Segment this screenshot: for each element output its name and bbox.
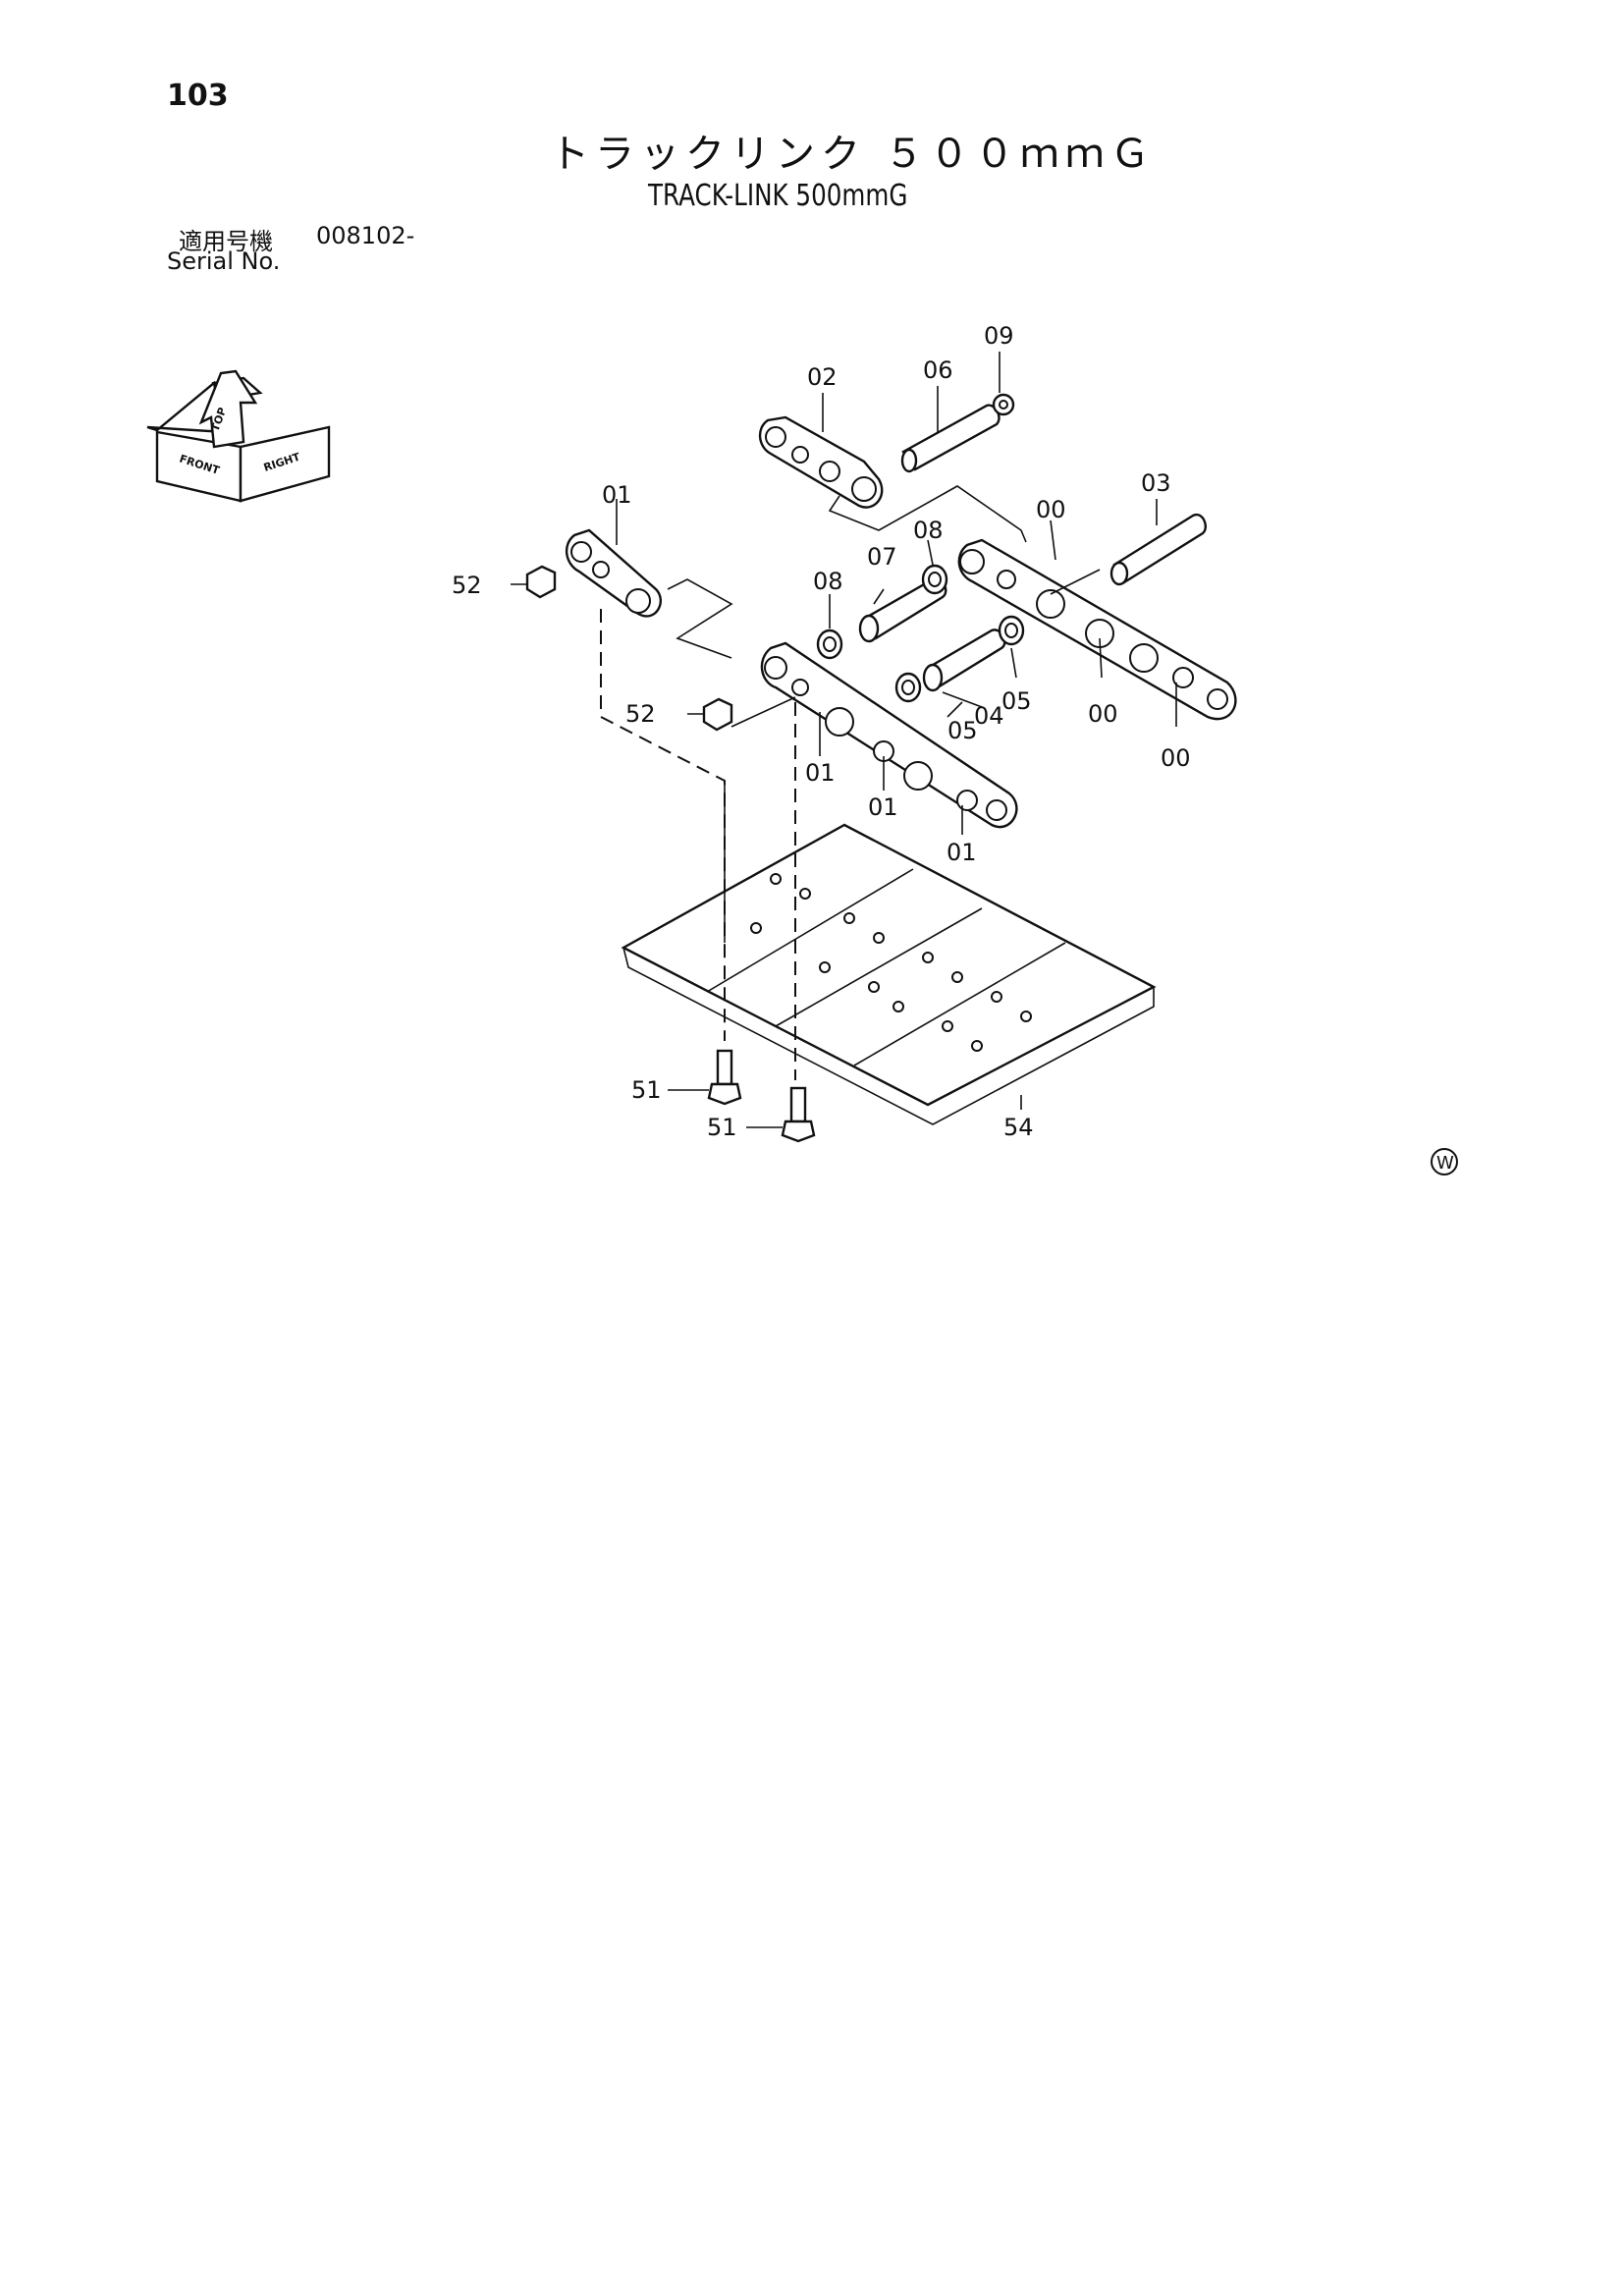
- assembly-guides: [600, 485, 1101, 1080]
- page-number: 103: [167, 79, 229, 113]
- bolt-51-left: [707, 1049, 742, 1106]
- title-japanese: トラックリンク ５００ｍｍＧ: [550, 132, 1156, 177]
- callout-00-bot: 00: [1161, 744, 1191, 772]
- callout-01-c: 01: [947, 839, 977, 866]
- seal-08-a: [816, 629, 843, 660]
- bushing-04: [922, 629, 1006, 692]
- link-01-upper: [565, 528, 662, 618]
- callout-08-b: 08: [913, 517, 944, 544]
- callout-00-top: 00: [1036, 496, 1066, 523]
- callout-05-b: 05: [1001, 687, 1032, 715]
- watermark-letter: W: [1436, 1153, 1454, 1174]
- title-english: TRACK-LINK 500mmG: [648, 179, 908, 213]
- callout-09: 09: [984, 322, 1014, 350]
- callout-01-top: 01: [602, 481, 632, 509]
- track-shoe-54: [621, 823, 1157, 1125]
- ring-09: [992, 393, 1015, 416]
- leader-lines: [511, 352, 1177, 1128]
- callout-54: 54: [1003, 1114, 1034, 1141]
- serial-label-english: Serial No.: [167, 247, 281, 275]
- serial-number-value: 008102-: [316, 222, 415, 249]
- callout-02: 02: [807, 363, 838, 391]
- link-chain-00: [957, 538, 1237, 721]
- link-02: [758, 415, 884, 509]
- callout-05-a: 05: [947, 717, 978, 744]
- seal-05-a: [894, 672, 922, 703]
- seal-08-b: [921, 564, 948, 595]
- bolt-51-right: [781, 1086, 816, 1143]
- callout-08-a: 08: [813, 568, 843, 595]
- callout-51-left: 51: [631, 1076, 662, 1104]
- nut-52-upper: [525, 565, 557, 599]
- nut-52-lower: [702, 697, 733, 732]
- pin-06: [900, 404, 1001, 473]
- callout-01-a: 01: [805, 759, 836, 787]
- callout-04: 04: [974, 702, 1004, 730]
- seal-05-b: [998, 615, 1025, 646]
- callout-52-upper: 52: [452, 572, 482, 599]
- pin-03: [1109, 513, 1207, 586]
- callout-52-lower: 52: [625, 700, 656, 728]
- callout-06: 06: [923, 356, 953, 384]
- callout-00-mid: 00: [1088, 700, 1118, 728]
- serial-label-japanese: 適用号機: [179, 228, 273, 255]
- orientation-cube-icon: FRONT RIGHT TOP: [146, 369, 331, 503]
- callout-07: 07: [867, 543, 897, 571]
- watermark-symbol: W: [1431, 1148, 1458, 1175]
- callout-51-right: 51: [707, 1114, 737, 1141]
- callout-03: 03: [1141, 469, 1171, 497]
- callout-01-b: 01: [868, 793, 898, 821]
